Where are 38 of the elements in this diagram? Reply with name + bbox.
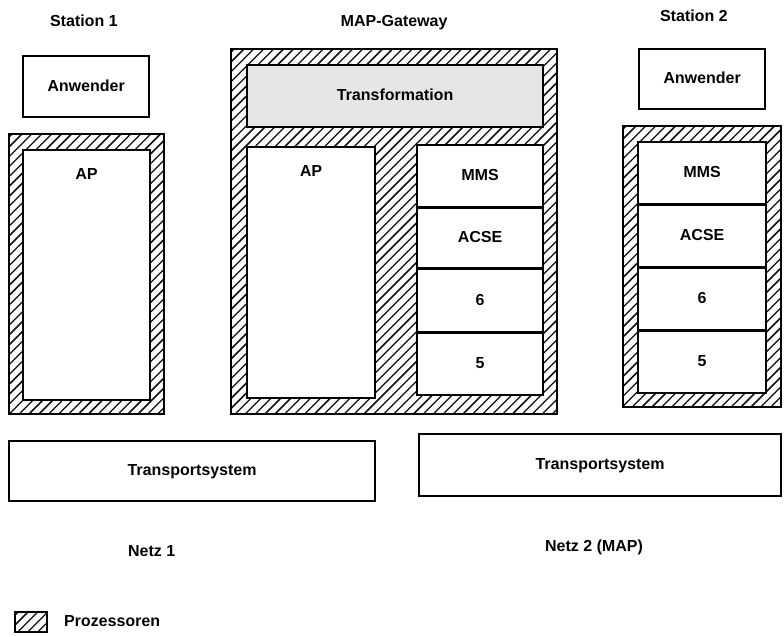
layer-box [416, 268, 544, 333]
layer-box [637, 204, 767, 268]
layer-label: ACSE [456, 228, 504, 248]
legend-label: Prozessoren [64, 612, 160, 632]
layer-box [637, 330, 767, 394]
layer-label: Transportsystem [126, 461, 258, 481]
label: Station 2 [660, 7, 728, 27]
layer-label: 5 [696, 352, 708, 372]
layer-box [416, 332, 544, 396]
layer-label: Anwender [46, 76, 126, 96]
layer-label: 6 [474, 290, 486, 310]
layer-box [637, 141, 767, 205]
processor-frame [622, 125, 782, 408]
heading: MAP-Gateway [340, 12, 448, 32]
layer-box [246, 146, 376, 399]
layer-box [22, 149, 151, 401]
layer-box [8, 440, 376, 502]
layer-label: 6 [696, 289, 708, 309]
layer-label: MMS [682, 163, 722, 183]
layer-label: Transportsystem [534, 455, 666, 475]
layer-box [416, 144, 544, 208]
layer-label: MMS [460, 166, 500, 186]
layer-box [22, 55, 150, 118]
layer-label: 5 [474, 354, 486, 374]
layer-box [637, 267, 767, 331]
transformation-box [246, 64, 544, 128]
layer-box [418, 433, 782, 497]
label: Netz 2 (MAP) [545, 537, 643, 557]
layer-label: AP [298, 162, 324, 182]
label: Station 1 [50, 12, 118, 32]
layer-box [416, 207, 544, 269]
label: Netz 1 [128, 542, 176, 562]
layer-label: ACSE [678, 226, 726, 246]
processor-frame [8, 133, 165, 415]
layer-box [638, 48, 766, 110]
layer-label: AP [74, 165, 99, 185]
layer-label: Anwender [662, 69, 742, 89]
layer-label: Transformation [336, 86, 454, 106]
